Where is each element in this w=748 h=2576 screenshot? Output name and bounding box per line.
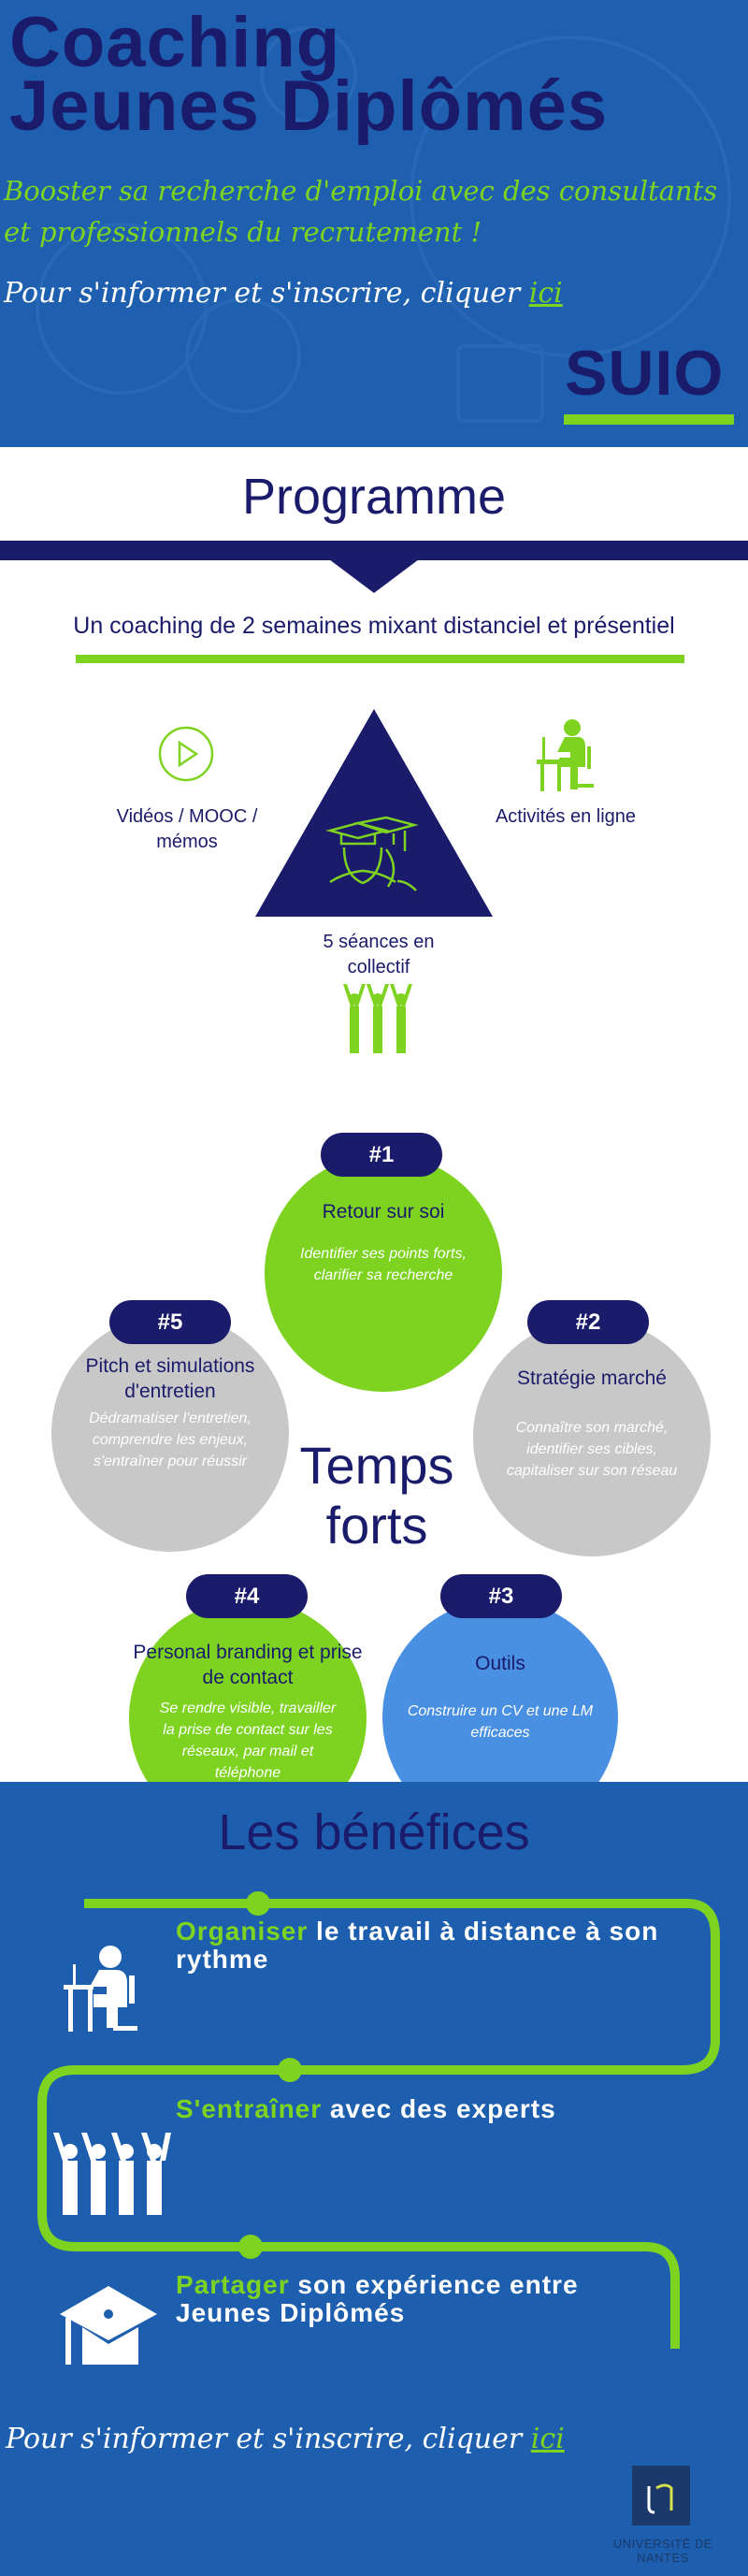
step-1-desc: Identifier ses points forts, clarifier s… [300,1246,467,1283]
footer-cta-text: Pour s'informer et s'inscrire, cliquer [6,2423,531,2455]
benefits-title: Les bénéfices [218,1804,530,1860]
group-icon [343,984,412,1053]
benefit-3: Partager son expérience entre Jeunes Dip… [176,2271,643,2327]
step-1-title: Retour sur soi [322,1201,445,1223]
step-3-desc: Construire un CV et une LM efficaces [407,1703,594,1741]
label-activites: Activités en ligne [495,806,637,827]
title-line-1: Coaching [9,3,341,82]
label-seances: 5 séances en collectif [323,932,435,977]
step-4-title: Personal branding et prise de contact [133,1642,363,1688]
step-2-badge: #2 [527,1300,649,1344]
benefit-1: Organiser le travail à distance à son ry… [176,1918,699,1974]
benefit-1-text: le travail à distance à son rythme [176,1917,659,1974]
benefit-1-highlight: Organiser [176,1917,309,1946]
path-dot-3 [238,2235,263,2259]
step-1-badge: #1 [321,1133,442,1177]
cta-text: Pour s'informer et s'inscrire, cliquer [4,277,529,310]
desk-worker-icon [64,1946,137,2032]
group-icon [53,2133,171,2215]
step-1-circle: Retour sur soi Identifier ses points for… [265,1154,502,1392]
programme-title: Programme [241,469,507,525]
cta-link[interactable]: ici [528,277,563,310]
footer-cta: Pour s'informer et s'inscrire, cliquer i… [6,2423,565,2455]
header-banner: Coaching Jeunes Diplômés Booster sa rech… [0,0,748,447]
play-icon [158,726,214,782]
label-videos: Vidéos / MOOC / mémos [116,806,258,852]
step-4-desc: Se rendre visible, travailler la prise d… [159,1700,337,1781]
tagline: Booster sa recherche d'emploi avec des c… [4,175,718,248]
graduation-cap-icon [60,2286,157,2365]
step-2-circle: Stratégie marché Connaître son marché, i… [473,1319,711,1556]
step-5-title: Pitch et simulations d'entretien [85,1355,255,1402]
step-2-title: Stratégie marché [517,1368,667,1389]
benefits-path [37,1891,720,2349]
programme-triangle [255,709,493,917]
desk-worker-icon [537,719,594,791]
suio-underline [564,414,734,425]
suio-logo: SUIO [565,338,725,409]
header-cta: Pour s'informer et s'inscrire, cliquer i… [4,277,563,310]
step-5-desc: Dédramatiser l'entretien, comprendre les… [89,1411,252,1469]
university-logo [632,2466,690,2525]
step-5-circle: Pitch et simulations d'entretien Dédrama… [51,1314,289,1552]
path-dot-2 [278,2058,302,2082]
benefit-3-highlight: Partager [176,2270,290,2299]
benefit-3-text: son expérience entre Jeunes Diplômés [176,2270,579,2327]
path-dot-1 [246,1891,270,1916]
graduates-icon [325,816,419,891]
subtitle-underline [76,655,684,663]
step-3-badge: #3 [440,1574,562,1618]
title-line-2: Jeunes Diplômés [9,66,609,146]
benefit-2-text: avec des experts [322,2094,556,2123]
university-name: UNIVERSITÉ DE NANTES [612,2537,713,2565]
divider-arrow [329,559,419,593]
background-pattern [36,26,731,423]
footer-cta-link[interactable]: ici [530,2423,565,2455]
step-4-badge: #4 [186,1574,308,1618]
temps-forts-title: Temps forts [299,1436,454,1555]
benefit-2-highlight: S'entraîner [176,2094,323,2123]
divider-bar [0,541,748,560]
step-3-title: Outils [475,1653,525,1674]
step-2-desc: Connaître son marché, identifier ses cib… [506,1420,678,1479]
step-5-badge: #5 [109,1300,231,1344]
benefit-2: S'entraîner avec des experts [176,2095,699,2123]
programme-subtitle: Un coaching de 2 semaines mixant distanc… [73,613,675,639]
